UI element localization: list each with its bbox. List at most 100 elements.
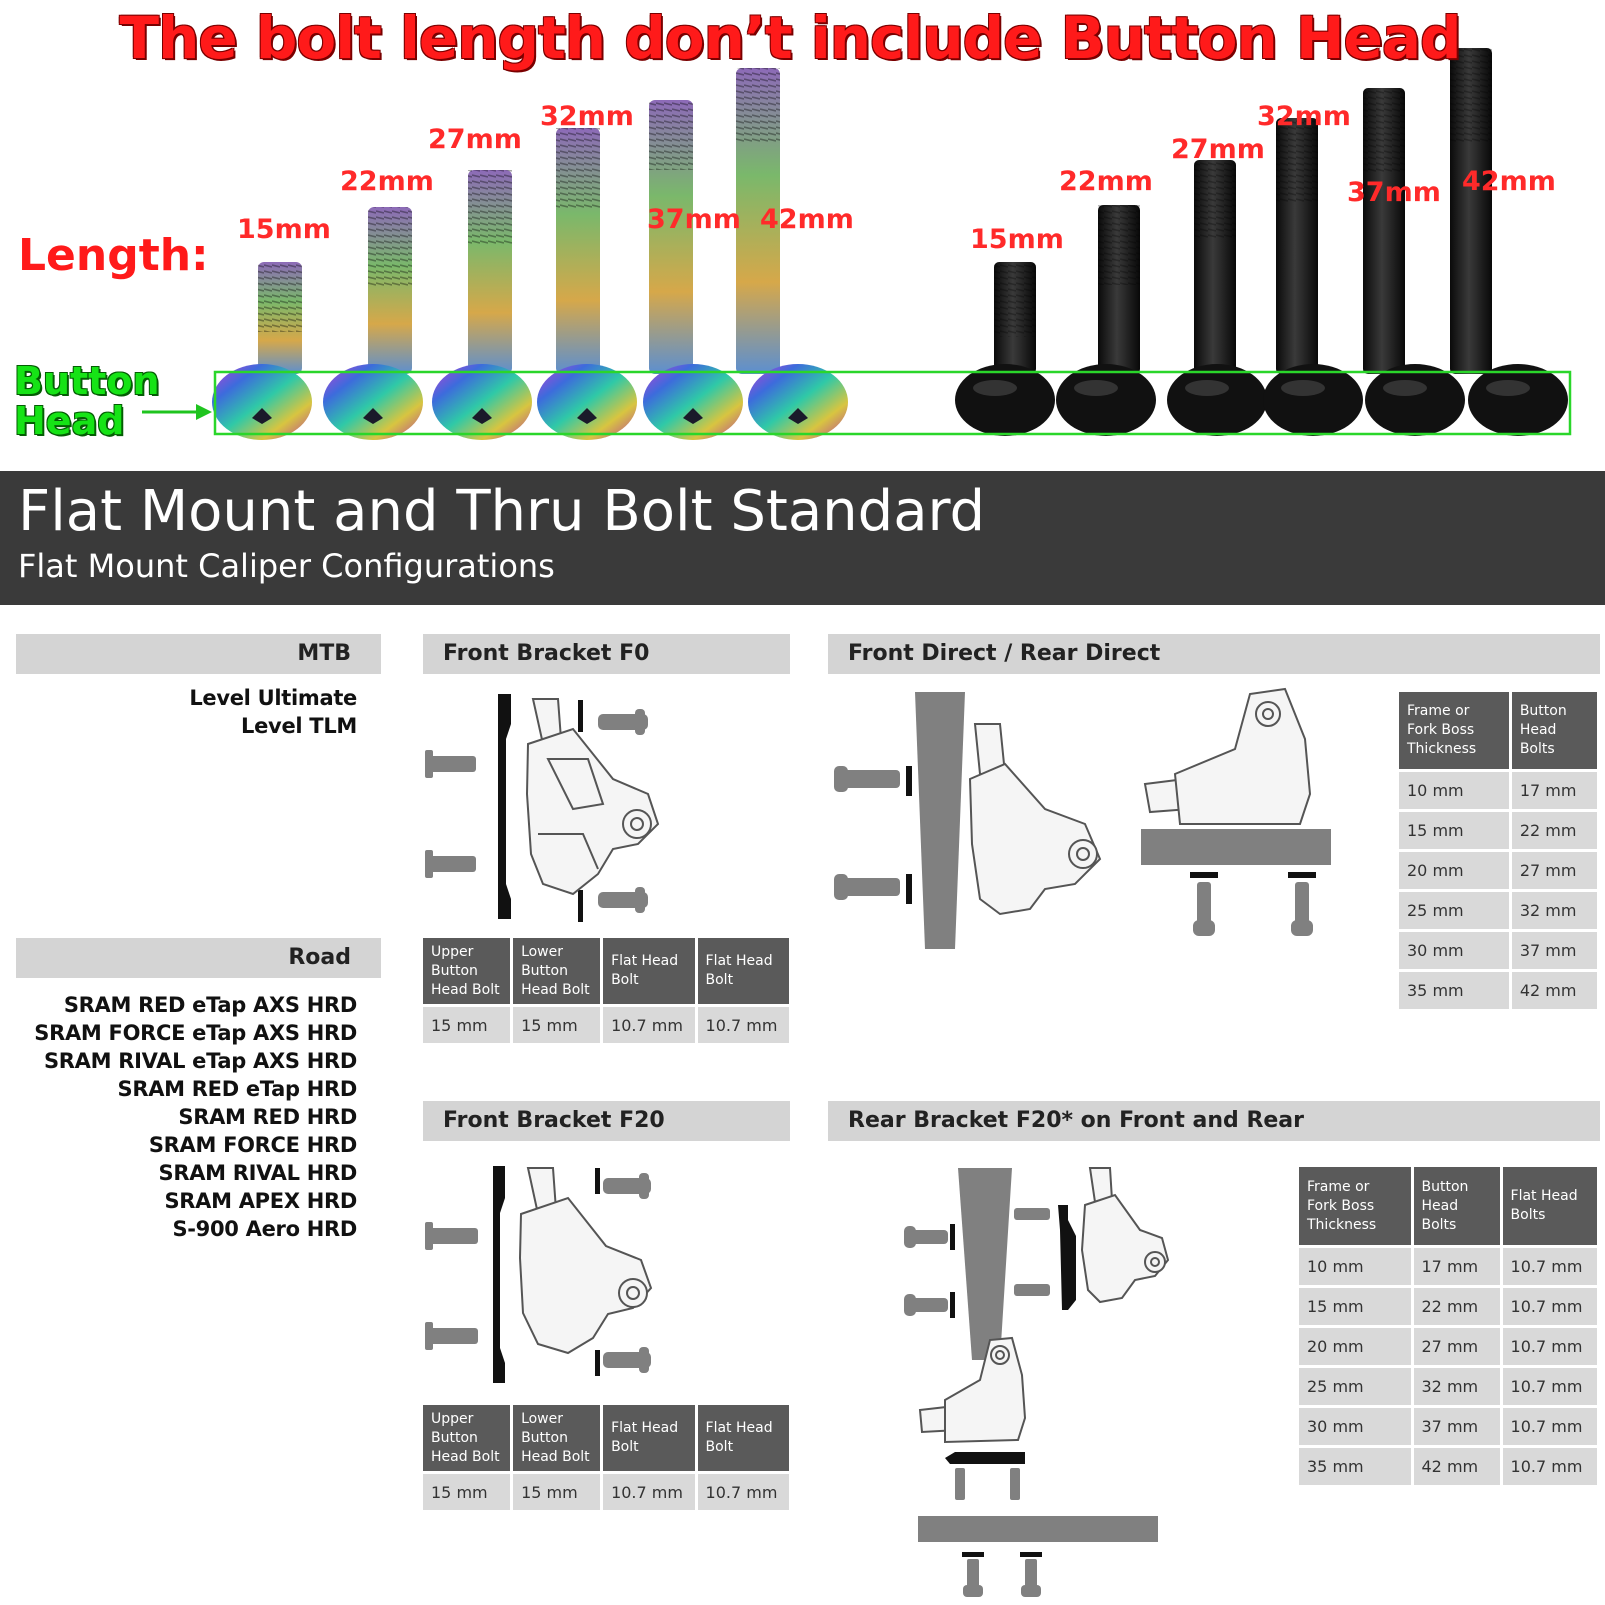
direct-col-thickness: Frame or Fork Boss Thickness [1399,692,1509,769]
rear-f20-cell: 17 mm [1413,1248,1500,1285]
model-item: S-900 Aero HRD [172,1217,357,1241]
rainbow-length-15: 15mm [237,214,331,245]
f20-col-flat1: Flat Head Bolt [603,1405,695,1471]
rear-f20-cell: 20 mm [1299,1328,1411,1365]
rear-f20-cell: 10.7 mm [1502,1328,1597,1365]
f0-col-upper: Upper Button Head Bolt [423,938,511,1004]
direct-header: Front Direct / Rear Direct [828,634,1600,674]
rear-f20-cell: 10.7 mm [1502,1448,1597,1485]
direct-cell: 30 mm [1399,932,1509,969]
f20-table: Upper Button Head Bolt Lower Button Head… [420,1402,792,1513]
rear-f20-cell: 42 mm [1413,1448,1500,1485]
rear-f20-cell: 22 mm [1413,1288,1500,1325]
direct-cell: 37 mm [1511,932,1597,969]
black-length-32: 32mm [1257,101,1351,132]
rear-f20-col-flat: Flat Head Bolts [1502,1167,1597,1245]
f20-cell: 15 mm [513,1474,601,1510]
rear-f20-col-button: Button Head Bolts [1413,1167,1500,1245]
rear-f20-cell: 35 mm [1299,1448,1411,1485]
rear-f20-cell: 27 mm [1413,1328,1500,1365]
rear-f20-cell: 10 mm [1299,1248,1411,1285]
rear-f20-cell: 10.7 mm [1502,1408,1597,1445]
f20-cell: 10.7 mm [603,1474,695,1510]
road-header: Road [16,938,381,978]
button-head-label-line1: Button [14,359,160,403]
mtb-header: MTB [16,634,381,674]
direct-cell: 22 mm [1511,812,1597,849]
direct-table: Frame or Fork Boss Thickness Button Head… [1396,689,1600,1012]
bolt-illustration [142,48,1572,440]
model-item: SRAM RED HRD [178,1105,357,1129]
rear-f20-cell: 37 mm [1413,1408,1500,1445]
direct-cell: 32 mm [1511,892,1597,929]
rear-f20-cell: 32 mm [1413,1368,1500,1405]
page-subtitle: Flat Mount Caliper Configurations [18,547,555,585]
direct-cell: 15 mm [1399,812,1509,849]
f0-cell: 15 mm [423,1007,511,1043]
model-item: SRAM RIVAL eTap AXS HRD [43,1049,357,1073]
f0-caliper-diagram [425,694,660,922]
rear-f20-cell: 15 mm [1299,1288,1411,1325]
rainbow-length-27: 27mm [428,124,522,155]
f20-col-upper: Upper Button Head Bolt [423,1405,511,1471]
f20-col-flat2: Flat Head Bolt [697,1405,789,1471]
model-item: SRAM RIVAL HRD [158,1161,358,1185]
rear-f20-cell: 30 mm [1299,1408,1411,1445]
rainbow-bolts [212,68,848,440]
rear-f20-caliper-diagram [904,1167,1170,1597]
model-item: Level Ultimate [189,686,357,710]
rear-f20-col-thickness: Frame or Fork Boss Thickness [1299,1167,1411,1245]
f0-col-flat1: Flat Head Bolt [603,938,695,1004]
page-title: Flat Mount and Thru Bolt Standard [18,479,986,544]
rainbow-length-32: 32mm [540,101,634,132]
black-length-15: 15mm [970,224,1064,255]
rainbow-length-37: 37mm [647,204,741,235]
direct-cell: 20 mm [1399,852,1509,889]
black-length-27: 27mm [1171,134,1265,165]
f0-col-flat2: Flat Head Bolt [697,938,789,1004]
f20-cell: 10.7 mm [697,1474,789,1510]
rainbow-length-42: 42mm [760,204,854,235]
f20-header: Front Bracket F20 [423,1101,790,1141]
model-item: SRAM RED eTap AXS HRD [63,993,357,1017]
mtb-models: Level Ultimate Level TLM [189,684,357,740]
direct-cell: 25 mm [1399,892,1509,929]
direct-col-bolts: Button Head Bolts [1511,692,1597,769]
direct-cell: 27 mm [1511,852,1597,889]
f20-col-lower: Lower Button Head Bolt [513,1405,601,1471]
f0-header: Front Bracket F0 [423,634,790,674]
model-item: SRAM APEX HRD [164,1189,357,1213]
bolt-photo: The bolt length don’t include Button Hea… [0,0,1605,471]
model-item: SRAM FORCE HRD [148,1133,357,1157]
rear-f20-header: Rear Bracket F20* on Front and Rear [828,1101,1600,1141]
model-item: SRAM RED eTap HRD [117,1077,358,1101]
direct-cell: 42 mm [1511,972,1597,1009]
f0-cell: 10.7 mm [697,1007,789,1043]
direct-cell: 10 mm [1399,772,1509,809]
rear-f20-cell: 10.7 mm [1502,1248,1597,1285]
button-head-highlight [213,370,1572,436]
direct-cell: 35 mm [1399,972,1509,1009]
button-head-label-line2: Head [14,399,125,443]
black-bolts [955,48,1568,436]
f0-cell: 10.7 mm [603,1007,695,1043]
road-models: SRAM RED eTap AXS HRD SRAM FORCE eTap AX… [34,991,357,1243]
model-item: SRAM FORCE eTap AXS HRD [34,1021,357,1045]
rear-f20-table: Frame or Fork Boss Thickness Button Head… [1296,1164,1600,1488]
rear-f20-cell: 10.7 mm [1502,1288,1597,1325]
headline: The bolt length don’t include Button Hea… [119,4,1462,72]
direct-caliper-diagram [834,687,1331,949]
f20-caliper-diagram [425,1166,653,1383]
rear-f20-cell: 25 mm [1299,1368,1411,1405]
f0-cell: 15 mm [513,1007,601,1043]
black-length-37: 37mm [1347,177,1441,208]
f0-col-lower: Lower Button Head Bolt [513,938,601,1004]
rainbow-length-22: 22mm [340,166,434,197]
black-length-22: 22mm [1059,166,1153,197]
direct-cell: 17 mm [1511,772,1597,809]
rear-f20-cell: 10.7 mm [1502,1368,1597,1405]
f20-cell: 15 mm [423,1474,511,1510]
f0-table: Upper Button Head Bolt Lower Button Head… [420,935,792,1046]
black-length-42: 42mm [1462,166,1556,197]
title-band: Flat Mount and Thru Bolt Standard Flat M… [0,471,1605,605]
